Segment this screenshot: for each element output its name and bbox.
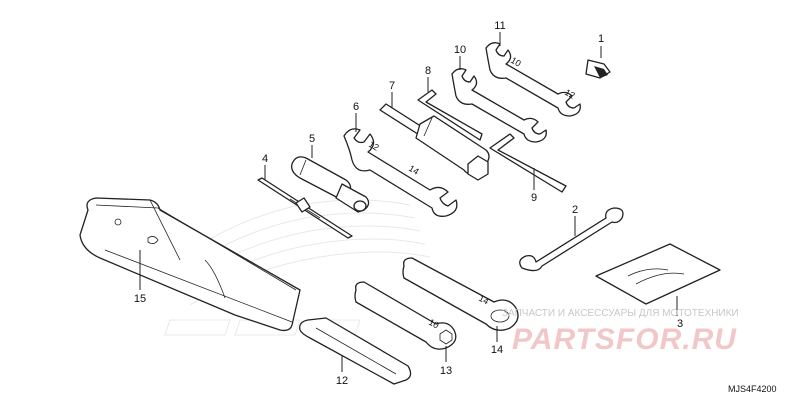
callout-2: 2 — [572, 204, 578, 216]
svg-text:14: 14 — [477, 293, 491, 307]
callout-6: 6 — [353, 101, 359, 113]
callout-14: 14 — [491, 344, 503, 356]
callout-3: 3 — [677, 318, 683, 330]
part-11-wrench: 10 12 — [485, 32, 581, 117]
part-9-hex-key — [489, 133, 567, 193]
callout-5: 5 — [309, 133, 315, 145]
callout-9: 9 — [531, 192, 537, 204]
part-14-wrench: 14 — [402, 257, 519, 342]
watermark-tagline: ЗАПЧАСТИ И АКСЕССУАРЫ ДЛЯ МОТОТЕХНИКИ — [502, 308, 739, 319]
part-15-tool-bag — [79, 197, 301, 332]
callout-8: 8 — [425, 65, 431, 77]
callout-10: 10 — [454, 44, 466, 56]
callout-7: 7 — [389, 80, 395, 92]
diagram-code: MJS4F4200 — [728, 384, 777, 394]
part-4-screwdriver — [257, 165, 353, 239]
watermark-brand: PARTSFOR.RU — [512, 323, 737, 356]
svg-text:12: 12 — [563, 87, 577, 101]
part-1-clip — [585, 46, 611, 79]
part-6-wrench: 12 14 — [343, 113, 458, 217]
svg-text:10: 10 — [427, 317, 441, 331]
callout-15: 15 — [134, 293, 146, 305]
callout-4: 4 — [262, 153, 268, 165]
part-12-grip — [299, 317, 412, 385]
callout-12: 12 — [336, 375, 348, 387]
callout-13: 13 — [440, 365, 452, 377]
svg-text:12: 12 — [367, 139, 381, 153]
part-10-wrench — [451, 56, 547, 143]
part-8-hex-key — [417, 77, 483, 141]
svg-text:10: 10 — [509, 55, 523, 69]
part-5-handle — [291, 145, 370, 213]
callout-1: 1 — [598, 33, 604, 45]
part-3-pouch — [595, 243, 721, 316]
callout-11: 11 — [494, 20, 505, 32]
part-7-socket-wrench — [379, 92, 490, 181]
part-2-pin-spanner — [519, 207, 624, 272]
part-13-wrench: 10 — [354, 281, 457, 362]
svg-text:14: 14 — [407, 163, 421, 177]
